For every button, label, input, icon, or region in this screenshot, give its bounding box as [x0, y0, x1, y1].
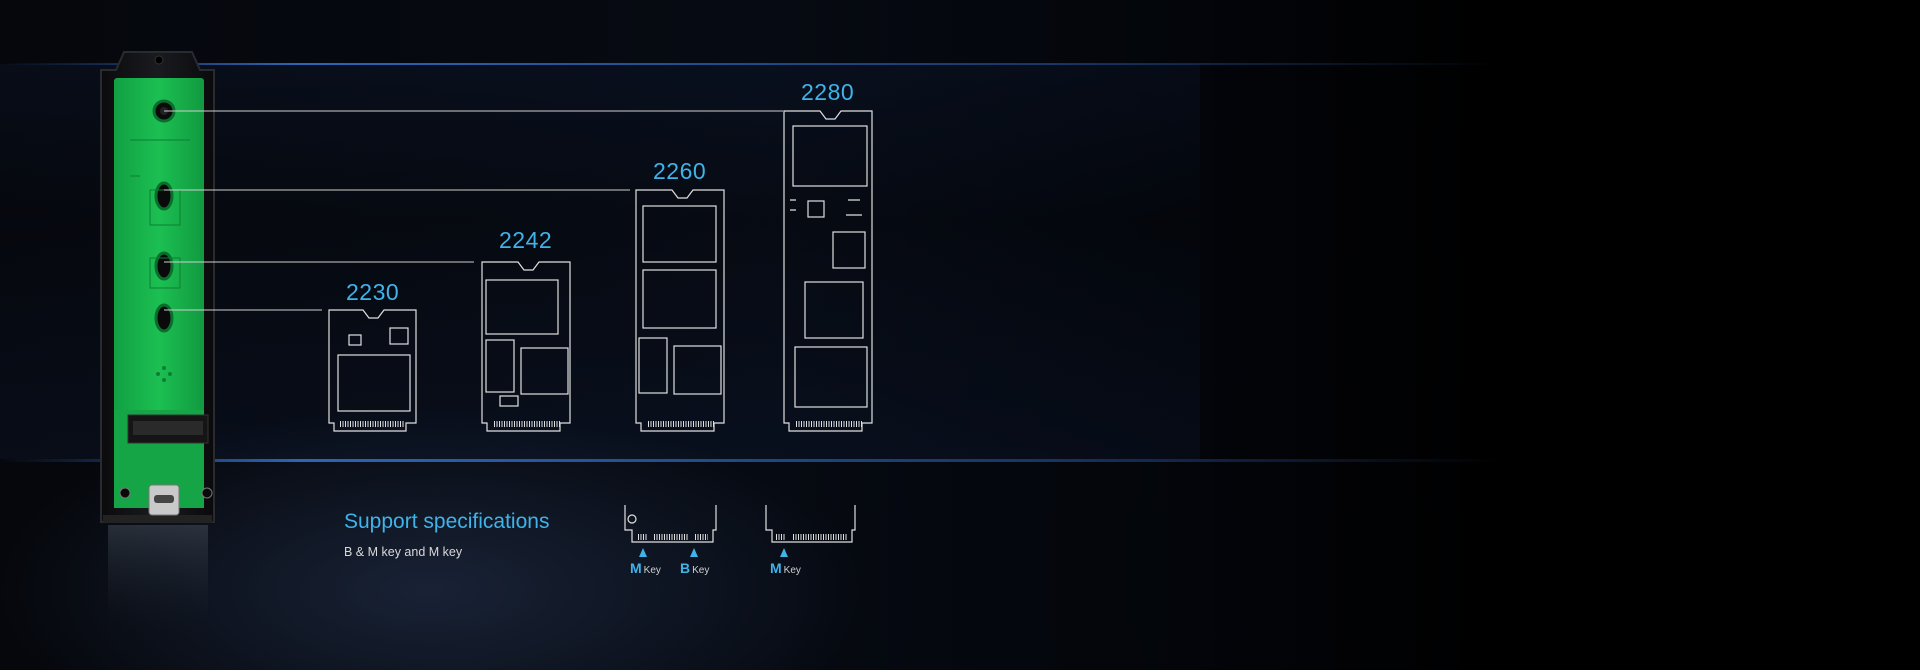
key-suffix: Key [783, 565, 801, 576]
key-suffix: Key [692, 565, 710, 576]
key-letter: M [770, 560, 782, 576]
m-key-connector-icon [765, 505, 856, 543]
spec-title: Support specifications [344, 510, 550, 533]
light-band-top [0, 63, 1500, 65]
size-label-2230: 2230 [346, 279, 400, 305]
size-label-2280: 2280 [801, 79, 855, 105]
size-label-2242: 2242 [499, 227, 553, 253]
pcb-board [114, 78, 213, 516]
ssd-2242-outline-icon [481, 261, 571, 432]
size-label-2260: 2260 [653, 158, 707, 184]
ssd-2260-outline-icon [635, 189, 725, 432]
mount-hole-icon [154, 181, 174, 333]
bm-key-connector-icon [624, 505, 717, 543]
ssd-2230-outline-icon [328, 309, 417, 432]
leader-lines [164, 110, 783, 311]
key-suffix: Key [643, 565, 661, 576]
key-letter: M [630, 560, 642, 576]
ssd-2280-outline-icon [783, 110, 873, 432]
arrow-up-icon [690, 548, 698, 557]
arrow-up-icon [639, 548, 647, 557]
key-letter: B [680, 560, 691, 576]
light-band-bottom [0, 459, 1500, 462]
arrow-up-icon [780, 548, 788, 557]
spec-subtitle: B & M key and M key [344, 545, 463, 559]
